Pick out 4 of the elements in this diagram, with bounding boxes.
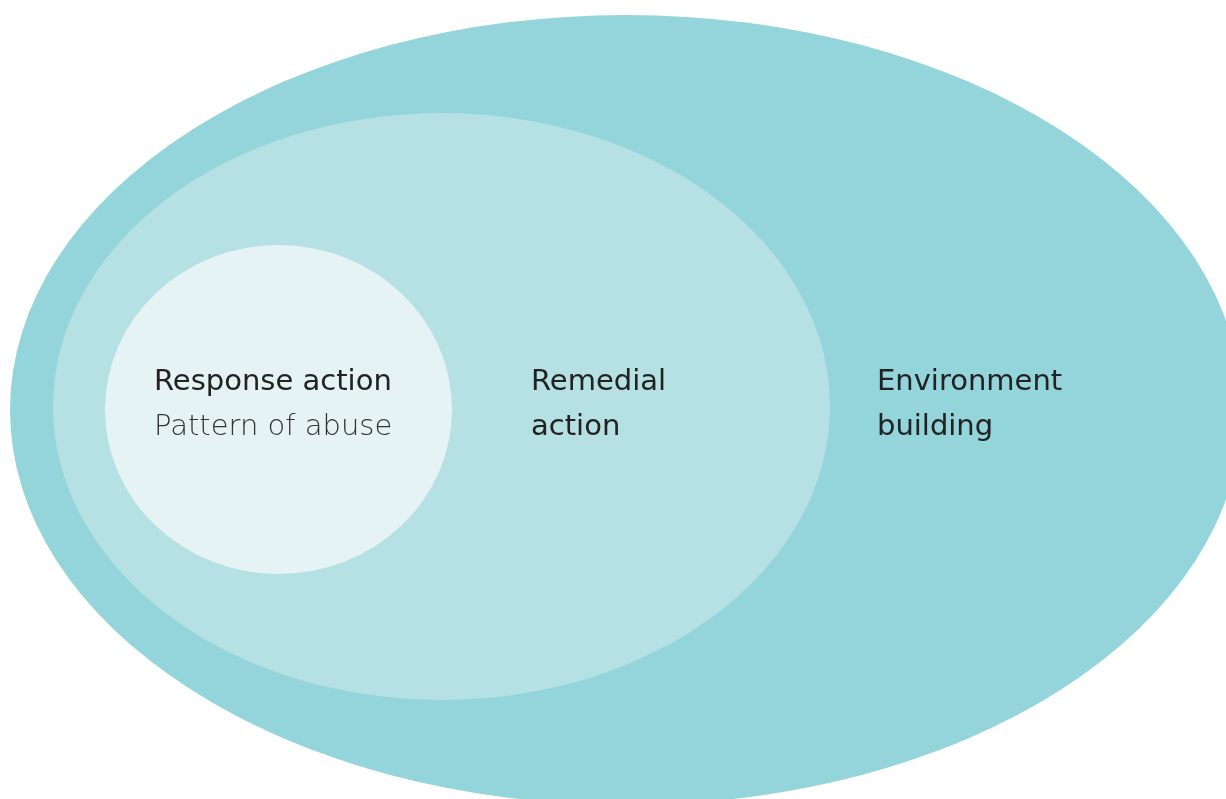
region-label: Remedial action — [531, 362, 668, 444]
region-label: Environment building — [877, 362, 1064, 444]
region-label: Response action — [154, 362, 393, 399]
region-sublabel: Pattern of abuse — [154, 407, 394, 444]
